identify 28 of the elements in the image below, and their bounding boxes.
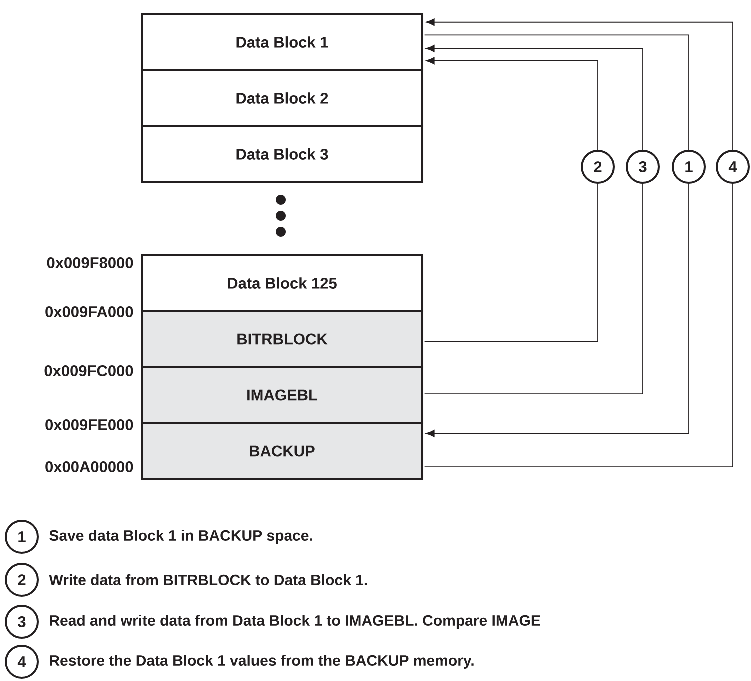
arrow xyxy=(424,45,644,395)
step-number: 1 xyxy=(672,150,706,184)
step-number: 3 xyxy=(626,150,660,184)
step-number: 1 xyxy=(5,520,39,554)
address-label: 0x00A00000 xyxy=(46,462,134,472)
step-number: 4 xyxy=(716,150,750,184)
step-description: Read and write data from Data Block 1 to IMAGEBL. Compare IMAGE xyxy=(50,615,540,629)
step-description: Write data from BITRBLOCK to Data Block 1. xyxy=(49,574,368,586)
memory-block: Data Block 125 xyxy=(141,254,424,312)
step-description: Restore the Data Block 1 values from the BACKUP memory. xyxy=(50,655,474,669)
address-label: 0x009F8000 xyxy=(47,258,134,268)
address-label: 0x009FE000 xyxy=(46,420,134,430)
memory-block: Data Block 3 xyxy=(141,125,424,184)
memory-block: Data Block 2 xyxy=(141,69,424,128)
arrow xyxy=(424,57,598,342)
step-number: 2 xyxy=(581,150,615,184)
address-label: 0x009FA000 xyxy=(46,306,134,318)
arrow xyxy=(424,34,690,438)
step-description: Save data Block 1 in BACKUP space. xyxy=(50,530,312,544)
address-label: 0x009FC000 xyxy=(44,366,134,376)
step-number: 4 xyxy=(5,645,39,679)
memory-block: IMAGEBL xyxy=(141,366,424,424)
arrow xyxy=(424,18,734,468)
memory-block: BACKUP xyxy=(141,422,424,480)
step-number: 3 xyxy=(5,605,39,639)
memory-block: Data Block 1 xyxy=(141,13,424,72)
step-number: 2 xyxy=(5,563,39,597)
memory-block: BITRBLOCK xyxy=(141,310,424,368)
